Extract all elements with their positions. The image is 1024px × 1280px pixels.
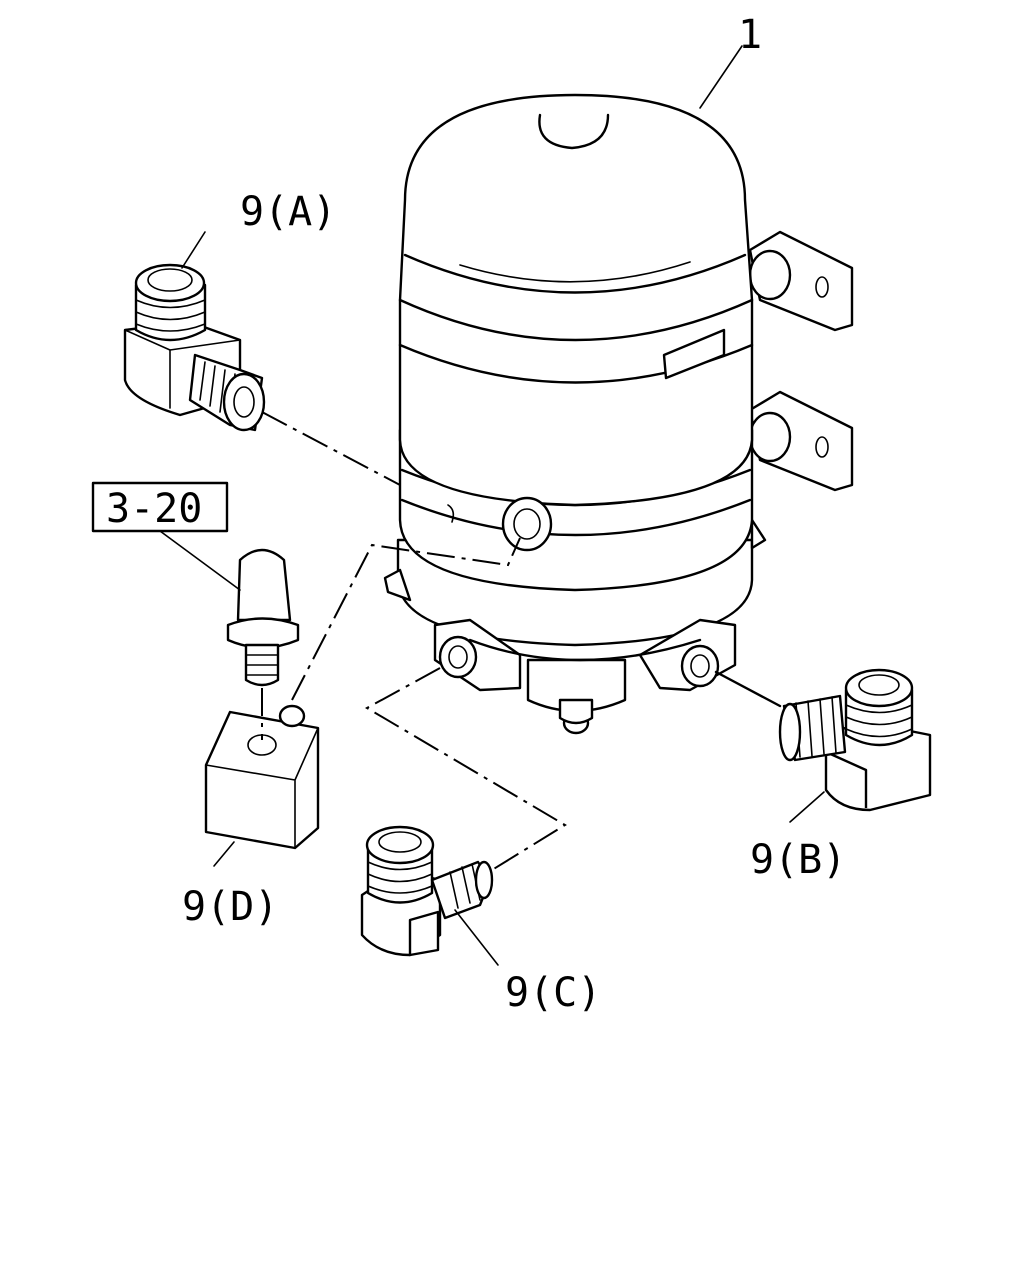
tank-assembly [383, 93, 854, 735]
tank-port [447, 496, 553, 552]
leader-9c [454, 909, 499, 966]
callout-9b: 9(B) [750, 837, 846, 883]
fitting-9a [123, 263, 266, 432]
lower-bracket [748, 390, 854, 492]
connection-9c [364, 667, 567, 871]
plug-3-20 [226, 548, 300, 687]
ref-box-3-20: 3-20 [91, 481, 241, 591]
leader-9b [789, 791, 825, 823]
callout-main-part: 1 [738, 12, 762, 58]
upper-bracket [748, 230, 854, 332]
connection-9d [291, 537, 521, 701]
fitting-9d [204, 704, 320, 850]
connection-9b [714, 670, 782, 708]
leader-9d [213, 841, 235, 867]
fitting-9c [360, 825, 494, 957]
callout-9c: 9(C) [505, 970, 601, 1016]
fitting-9b [778, 668, 932, 812]
callout-9a: 9(A) [240, 189, 336, 235]
leader-9a [181, 231, 206, 269]
tank-upper-body [398, 93, 754, 507]
ref-box-label: 3-20 [106, 486, 202, 532]
leader-main-part [699, 45, 743, 109]
connection-9a [261, 411, 401, 486]
callout-9d: 9(D) [182, 884, 278, 930]
